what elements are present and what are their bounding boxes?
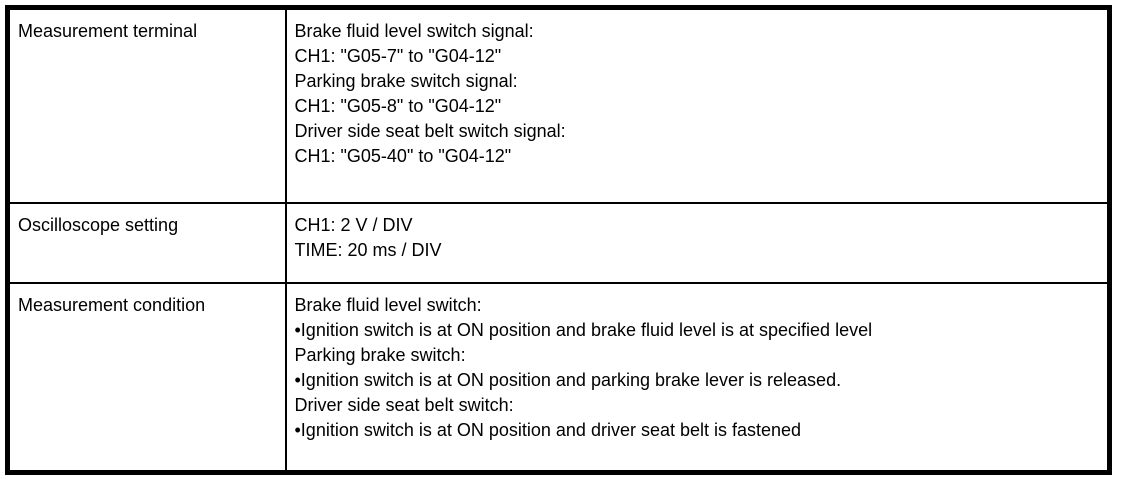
- table-row-measurement-terminal: Measurement terminal Brake fluid level s…: [6, 6, 1111, 204]
- cell-line: Brake fluid level switch:: [294, 294, 482, 315]
- cell-line: CH1: "G05-7" to "G04-12": [294, 46, 502, 66]
- row-value-measurement-terminal: Brake fluid level switch signal: CH1: "G…: [284, 6, 1111, 204]
- cell-line: Driver side seat belt switch:: [294, 394, 514, 415]
- table-row-oscilloscope-setting: Oscilloscope setting CH1: 2 V / DIV TIME…: [6, 201, 1111, 284]
- row-label-measurement-terminal: Measurement terminal: [6, 6, 287, 204]
- row-label-measurement-condition: Measurement condition: [6, 281, 287, 474]
- table-row-measurement-condition: Measurement condition Brake fluid level …: [6, 281, 1111, 474]
- measurement-spec-table: Measurement terminal Brake fluid level s…: [5, 5, 1112, 475]
- cell-line: •Ignition switch is at ON position and d…: [294, 419, 802, 440]
- cell-line: Driver side seat belt switch signal:: [294, 121, 566, 141]
- cell-line: TIME: 20 ms / DIV: [294, 239, 442, 260]
- cell-line: Parking brake switch:: [294, 344, 466, 365]
- cell-line: Brake fluid level switch signal:: [294, 21, 534, 41]
- cell-line: CH1: 2 V / DIV: [294, 214, 413, 235]
- row-label-oscilloscope-setting: Oscilloscope setting: [6, 201, 287, 284]
- cell-line: Parking brake switch signal:: [294, 71, 518, 91]
- cell-line: CH1: "G05-8" to "G04-12": [294, 96, 502, 116]
- row-value-measurement-condition: Brake fluid level switch: •Ignition swit…: [284, 281, 1111, 474]
- cell-line: •Ignition switch is at ON position and p…: [294, 369, 842, 390]
- cell-line: •Ignition switch is at ON position and b…: [294, 319, 873, 340]
- cell-line: CH1: "G05-40" to "G04-12": [294, 146, 512, 166]
- row-value-oscilloscope-setting: CH1: 2 V / DIV TIME: 20 ms / DIV: [284, 201, 1111, 284]
